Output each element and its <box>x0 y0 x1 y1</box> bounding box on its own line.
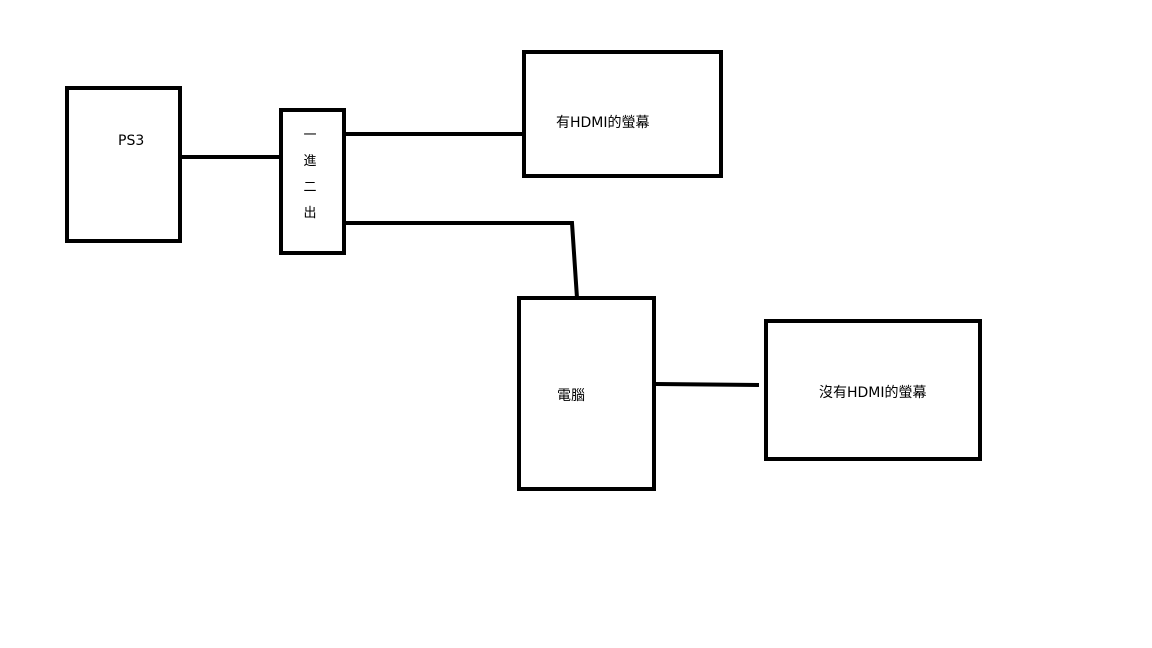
non-hdmi-monitor-label: 沒有HDMI的螢幕 <box>819 385 927 401</box>
ps3-box <box>65 86 182 243</box>
computer-label: 電腦 <box>557 388 585 404</box>
non-hdmi-monitor-box <box>764 319 982 461</box>
splitter-char-2: 進 <box>303 154 317 169</box>
hdmi-monitor-label: 有HDMI的螢幕 <box>556 115 650 131</box>
splitter-box <box>279 108 346 255</box>
splitter-char-3: 二 <box>303 180 317 195</box>
ps3-label: PS3 <box>118 133 145 149</box>
splitter-label: 一 進 二 出 <box>300 123 320 227</box>
computer-box <box>517 296 656 491</box>
splitter-char-4: 出 <box>303 206 317 221</box>
splitter-char-1: 一 <box>303 128 317 143</box>
edge-computer-non-hdmi-monitor <box>655 382 760 387</box>
hdmi-monitor-box <box>522 50 723 178</box>
edge-splitter-computer <box>344 221 579 299</box>
